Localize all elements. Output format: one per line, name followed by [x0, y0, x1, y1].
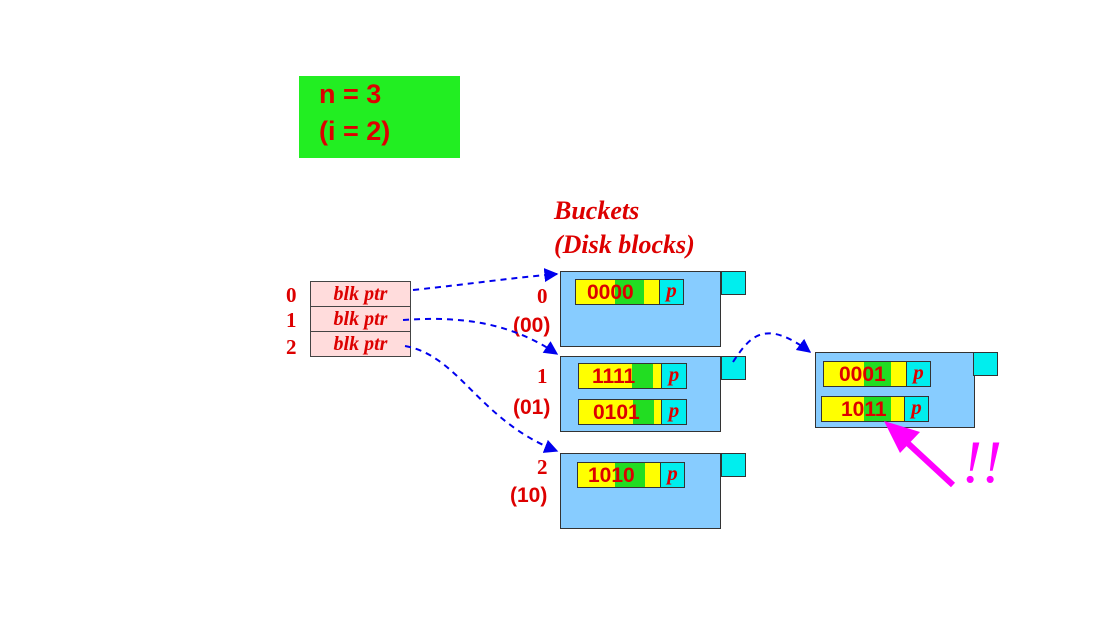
record: 0000 p	[575, 279, 684, 305]
buckets-subtitle: (Disk blocks)	[554, 230, 695, 259]
directory-arrow-0	[412, 268, 559, 291]
overflow-bucket-pointer	[973, 352, 998, 376]
n-value-label: n = 3	[319, 79, 382, 109]
record-pointer: p	[661, 400, 686, 424]
bucket-code-0: (00)	[513, 314, 551, 337]
bucket-0: 0000 p	[560, 271, 721, 347]
directory-entry-0: blk ptr	[311, 282, 410, 307]
directory-index-1: 1	[286, 308, 297, 332]
bucket-index-2: 2	[537, 455, 548, 479]
i-value-label: (i = 2)	[319, 116, 391, 146]
directory-table: blk ptr blk ptr blk ptr	[310, 281, 411, 357]
overflow-bucket: 0001 p 1011 p	[815, 352, 975, 428]
record-key: 0001	[839, 363, 886, 386]
bucket-index-0: 0	[537, 284, 548, 308]
record-key: 1011	[841, 398, 887, 421]
buckets-title: Buckets	[554, 196, 640, 225]
record-key: 1010	[588, 464, 635, 487]
record: 1111 p	[578, 363, 687, 389]
record-pointer: p	[661, 364, 686, 388]
directory-arrow-1	[402, 317, 559, 355]
attention-annotation: !!	[962, 429, 1002, 495]
record: 0101 p	[578, 399, 687, 425]
overflow-pointer-2	[721, 453, 746, 477]
directory-entry-2: blk ptr	[333, 333, 388, 355]
record-key: 1111	[592, 365, 636, 388]
record: 0001 p	[823, 361, 931, 387]
magenta-arrow	[884, 421, 956, 488]
record-pointer: p	[904, 397, 928, 421]
bucket-code-2: (10)	[510, 484, 548, 507]
record-pointer: p	[659, 280, 683, 304]
record: 1010 p	[577, 462, 685, 488]
bucket-index-1: 1	[537, 364, 548, 388]
bucket-1: 1111 p 0101 p	[560, 356, 721, 432]
bucket-2: 1010 p	[560, 453, 721, 529]
record: 1011 p	[821, 396, 929, 422]
record-key: 0000	[587, 281, 634, 304]
directory-index-2: 2	[286, 335, 297, 359]
directory-entry-1: blk ptr	[311, 307, 410, 332]
directory-index-0: 0	[286, 283, 297, 307]
record-key: 0101	[593, 401, 640, 424]
record-pointer: p	[906, 362, 930, 386]
record-pointer: p	[660, 463, 684, 487]
directory-arrow-2	[404, 345, 559, 453]
overflow-pointer-0	[721, 271, 746, 295]
overflow-chain-arrow	[732, 332, 812, 363]
parameter-box: n = 3 (i = 2)	[299, 76, 460, 158]
bucket-code-1: (01)	[513, 396, 551, 419]
